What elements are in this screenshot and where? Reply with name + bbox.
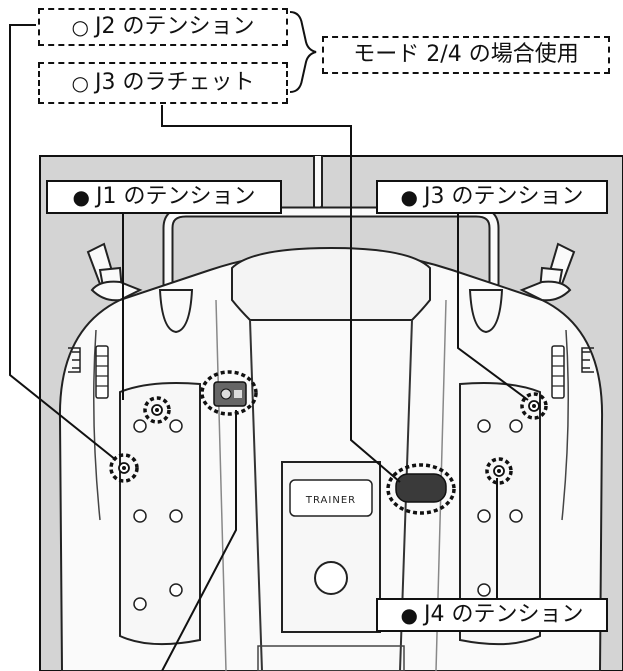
antenna (313, 156, 323, 211)
label-mode-note-text: モード 2/4 の場合使用 (353, 42, 579, 67)
leader-lines (9, 24, 529, 671)
left-slot-highlight (200, 370, 258, 416)
ratchet-highlight (386, 463, 456, 515)
trainer-port-label: TRAINER (305, 495, 356, 506)
label-j3-tension: ● J3 のテンション (376, 180, 608, 214)
label-j3-tension-text: J3 のテンション (423, 184, 584, 209)
trainer-port-socket (314, 561, 348, 595)
open-circle-icon: ○ (71, 15, 89, 39)
label-j3-ratchet: ○ J3 のラチェット (38, 62, 288, 104)
right-knob (468, 289, 504, 334)
label-j1-tension: ● J1 のテンション (46, 180, 282, 214)
filled-circle-icon: ● (400, 603, 418, 627)
label-j4-tension: ● J4 のテンション (376, 598, 608, 632)
j3-highlight (520, 392, 548, 420)
label-mode-note: モード 2/4 の場合使用 (322, 36, 610, 74)
filled-circle-icon: ● (72, 185, 90, 209)
label-j4-tension-text: J4 のテンション (423, 602, 584, 627)
right-switches (519, 242, 576, 302)
label-j2-tension: ○ J2 のテンション (38, 8, 288, 46)
j4-highlight (485, 457, 513, 485)
open-circle-icon: ○ (71, 71, 89, 95)
right-grip-panel (459, 382, 541, 646)
j2-highlight (109, 453, 139, 483)
j1-highlight (143, 396, 171, 424)
left-side-trim (95, 345, 109, 399)
label-j3-ratchet-text: J3 のラチェット (94, 70, 255, 95)
label-j1-tension-text: J1 のテンション (95, 184, 256, 209)
filled-circle-icon: ● (400, 185, 418, 209)
label-j2-tension-text: J2 のテンション (94, 14, 255, 39)
j3-ratchet-slot (395, 473, 447, 503)
mode-bracket (289, 11, 317, 93)
left-grip-panel (119, 382, 201, 646)
right-side-trim (551, 345, 565, 399)
left-knob (158, 289, 194, 334)
top-bay (231, 246, 431, 321)
